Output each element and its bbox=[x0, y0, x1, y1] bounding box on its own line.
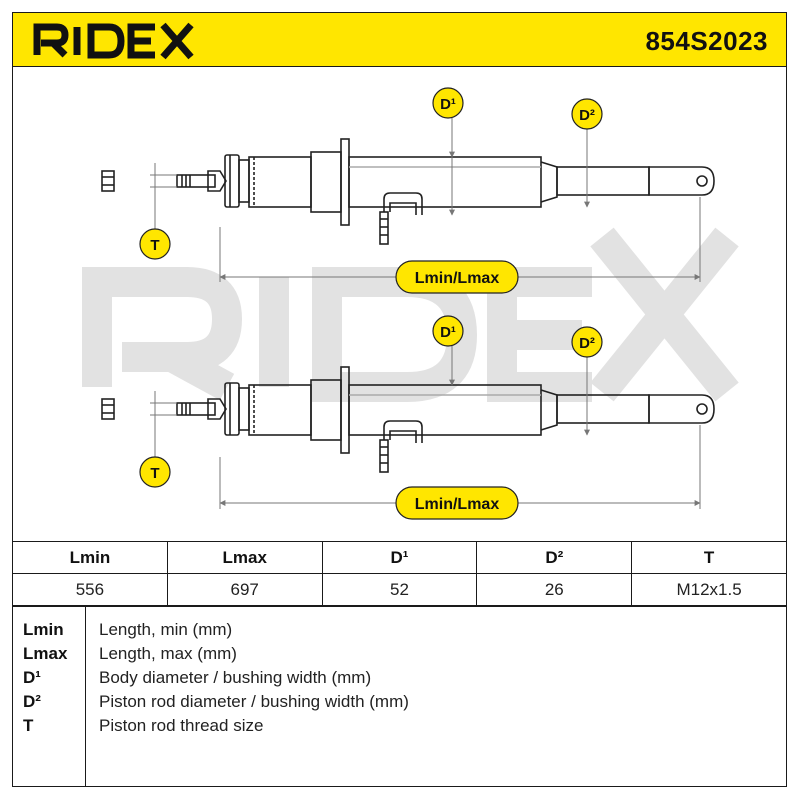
length-badge-upper: Lmin/Lmax bbox=[395, 260, 519, 294]
legend-desc: Piston rod diameter / bushing width (mm) bbox=[99, 692, 409, 711]
ridex-watermark bbox=[82, 227, 739, 402]
d1-badge-lower: D¹ bbox=[432, 315, 464, 347]
header-d1: D¹ bbox=[321, 541, 478, 574]
value-lmax: 697 bbox=[166, 573, 323, 606]
legend-key: D¹ bbox=[23, 668, 41, 687]
header-lmax: Lmax bbox=[166, 541, 323, 574]
header-lmin: Lmin bbox=[12, 541, 168, 574]
svg-text:Lmin/Lmax: Lmin/Lmax bbox=[415, 270, 500, 287]
legend-row-lmin: Lmin Length, min (mm) bbox=[13, 620, 786, 643]
svg-text:D²: D² bbox=[579, 335, 595, 352]
legend-row-t: T Piston rod thread size bbox=[13, 716, 786, 739]
legend-row-d1: D¹ Body diameter / bushing width (mm) bbox=[13, 668, 786, 691]
legend-desc: Length, min (mm) bbox=[99, 620, 233, 639]
header-d2: D² bbox=[476, 541, 633, 574]
value-d2: 26 bbox=[476, 573, 633, 606]
svg-text:D¹: D¹ bbox=[440, 324, 456, 341]
ridex-logo-icon bbox=[33, 22, 194, 60]
legend-row-d2: D² Piston rod diameter / bushing width (… bbox=[13, 692, 786, 715]
t-badge-upper: T bbox=[139, 228, 171, 260]
legend-desc: Piston rod thread size bbox=[99, 716, 264, 735]
legend-key: D² bbox=[23, 692, 41, 711]
d2-badge-lower: D² bbox=[571, 326, 603, 358]
shock-absorber-lower bbox=[101, 366, 715, 473]
shock-absorber-upper bbox=[101, 138, 715, 245]
legend-row-lmax: Lmax Length, max (mm) bbox=[13, 644, 786, 667]
value-d1: 52 bbox=[321, 573, 478, 606]
legend-key: Lmax bbox=[23, 644, 68, 663]
spec-table: Lmin Lmax D¹ D² T 556 697 52 26 M12x1.5 bbox=[12, 541, 787, 606]
ridex-logo bbox=[31, 15, 201, 65]
spec-header-row: Lmin Lmax D¹ D² T bbox=[12, 541, 787, 574]
svg-text:Lmin/Lmax: Lmin/Lmax bbox=[415, 496, 500, 513]
value-lmin: 556 bbox=[12, 573, 168, 606]
value-t: M12x1.5 bbox=[631, 573, 787, 606]
legend-desc: Length, max (mm) bbox=[99, 644, 237, 663]
legend-key: Lmin bbox=[23, 620, 64, 639]
svg-text:D¹: D¹ bbox=[440, 96, 456, 113]
svg-text:T: T bbox=[150, 465, 159, 482]
legend-key: T bbox=[23, 716, 34, 735]
svg-text:D²: D² bbox=[579, 107, 595, 124]
d1-badge-upper: D¹ bbox=[432, 87, 464, 119]
length-badge-lower: Lmin/Lmax bbox=[395, 486, 519, 520]
d2-badge-upper: D² bbox=[571, 98, 603, 130]
header-t: T bbox=[631, 541, 787, 574]
header-bar: 854S2023 bbox=[12, 12, 787, 67]
legend-box: Lmin Length, min (mm) Lmax Length, max (… bbox=[12, 606, 787, 787]
shock-absorber-drawing: D¹ D² T Lmin/Lmax D¹ D² T Lmin/Lmax bbox=[82, 87, 739, 520]
legend-desc: Body diameter / bushing width (mm) bbox=[99, 668, 372, 687]
part-number: 854S2023 bbox=[645, 26, 768, 56]
legend-divider bbox=[85, 607, 86, 786]
t-badge-lower: T bbox=[139, 456, 171, 488]
svg-text:T: T bbox=[150, 237, 159, 254]
spec-value-row: 556 697 52 26 M12x1.5 bbox=[12, 573, 787, 606]
